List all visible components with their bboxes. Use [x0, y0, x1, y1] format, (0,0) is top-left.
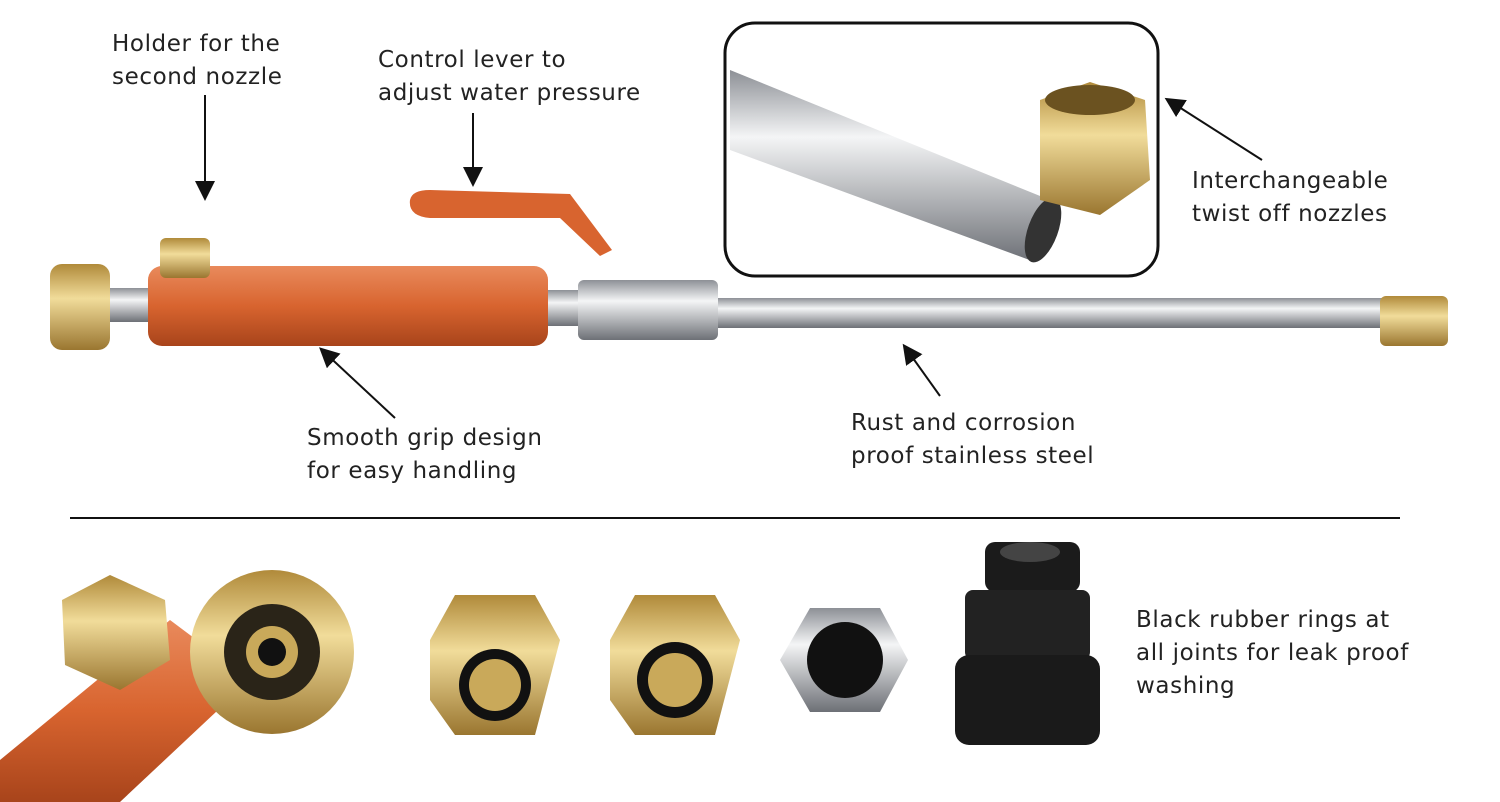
tip-nozzle — [1380, 296, 1448, 346]
label-nozzles: Interchangeable twist off nozzles — [1192, 165, 1388, 231]
label-line: washing — [1136, 673, 1236, 699]
label-line: Holder for the — [112, 31, 281, 57]
label-grip: Smooth grip design for easy handling — [307, 422, 543, 488]
label-line: Black rubber rings at — [1136, 607, 1390, 633]
label-line: adjust water pressure — [378, 80, 641, 106]
label-line: Smooth grip design — [307, 425, 543, 451]
label-line: for easy handling — [307, 458, 518, 484]
nozzle-inset — [723, 21, 1160, 278]
label-line: Control lever to — [378, 47, 567, 73]
label-holder: Holder for the second nozzle — [112, 28, 282, 94]
valve-body — [578, 280, 718, 340]
nozzle-holder — [160, 238, 210, 278]
label-lever: Control lever to adjust water pressure — [378, 44, 641, 110]
spray-wand — [50, 190, 1448, 350]
label-line: all joints for leak proof — [1136, 640, 1409, 666]
grip-handle — [148, 266, 548, 346]
hose-connector — [50, 264, 110, 350]
control-lever — [409, 190, 612, 256]
label-line: twist off nozzles — [1192, 201, 1388, 227]
label-rings: Black rubber rings at all joints for lea… — [1136, 604, 1409, 703]
label-line: proof stainless steel — [851, 443, 1095, 469]
label-line: Rust and corrosion — [851, 410, 1077, 436]
callout-arrows — [195, 95, 1263, 419]
label-line: Interchangeable — [1192, 168, 1389, 194]
label-steel: Rust and corrosion proof stainless steel — [851, 407, 1094, 473]
fittings-row — [0, 542, 1100, 802]
label-line: second nozzle — [112, 64, 283, 90]
